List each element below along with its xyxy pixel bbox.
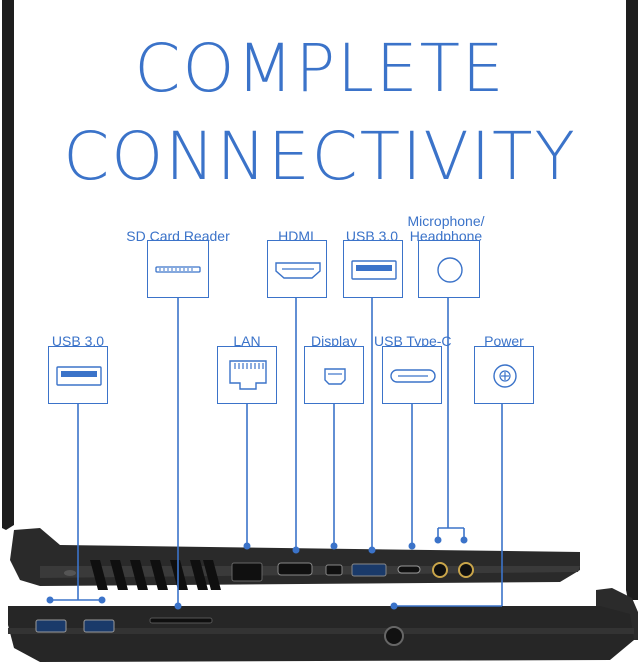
mic-headphone-box xyxy=(418,240,480,298)
hdmi-box xyxy=(267,240,327,298)
usb-3-top-box xyxy=(343,240,403,298)
headline-line-2: CONNECTIVITY xyxy=(63,118,577,195)
lan-port-physical xyxy=(231,562,263,582)
sd-card-reader-box xyxy=(147,240,209,298)
sd-card-icon xyxy=(155,266,201,273)
display-port-physical xyxy=(325,564,343,576)
hdmi-port-physical xyxy=(277,562,313,576)
lid-right-edge xyxy=(626,0,638,600)
mic-headphone-label-line1: Microphone/ xyxy=(407,213,485,229)
display-label: Display xyxy=(311,333,357,349)
power-label: Power xyxy=(484,333,524,349)
usb-type-c-label: USB Type-C xyxy=(374,333,452,349)
usb-3-top-label: USB 3.0 xyxy=(345,228,399,244)
power-jack-physical xyxy=(384,626,404,646)
vents xyxy=(90,560,221,590)
lan-box xyxy=(217,346,277,404)
audio-jack-icon xyxy=(437,257,463,283)
mini-displayport-icon xyxy=(324,368,346,385)
power-box xyxy=(474,346,534,404)
headline-line-1: COMPLETE xyxy=(134,30,506,107)
usb-type-c-box xyxy=(382,346,442,404)
usbc-port-physical xyxy=(397,565,421,574)
usb-icon xyxy=(56,366,102,386)
ethernet-icon xyxy=(229,360,267,390)
usb-left-2-physical xyxy=(83,619,115,633)
sd-slot-physical xyxy=(149,617,213,624)
usb-port-physical xyxy=(351,563,387,577)
usb-left-1-physical xyxy=(35,619,67,633)
lid-left-edge xyxy=(2,0,14,530)
mic-headphone-label-line2: Headphone xyxy=(409,228,483,244)
display-box xyxy=(304,346,364,404)
lan-label: LAN xyxy=(233,333,261,349)
usb-c-icon xyxy=(390,369,436,383)
usb-3-left-box xyxy=(48,346,108,404)
hdmi-icon xyxy=(275,262,321,279)
sd-card-reader-label: SD Card Reader xyxy=(126,228,230,244)
audio-jack-2 xyxy=(458,562,474,578)
audio-jack-1 xyxy=(432,562,448,578)
lock-slot xyxy=(64,570,76,576)
power-jack-icon xyxy=(493,364,517,388)
usb-icon xyxy=(351,260,397,280)
hdmi-label: HDMI xyxy=(278,228,314,244)
usb-3-left-label: USB 3.0 xyxy=(51,333,105,349)
